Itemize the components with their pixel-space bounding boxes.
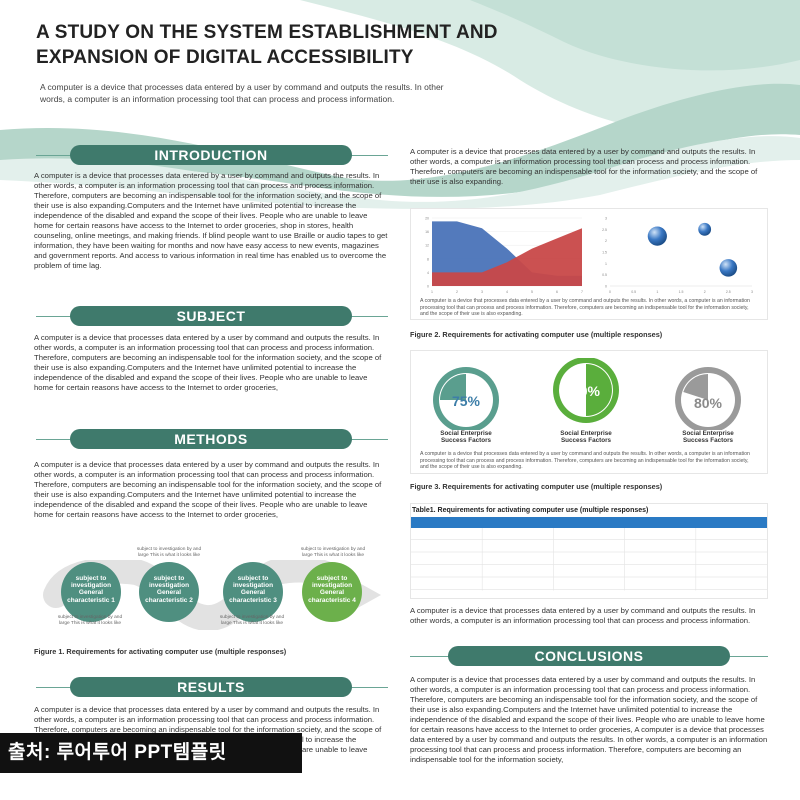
scatter-ytick-label: 1.5 <box>602 251 607 255</box>
scatter-point-1 <box>647 226 667 246</box>
figure1-step-4-note: subject to investigation by and large Th… <box>300 547 366 558</box>
methods-text: A computer is a device that processes da… <box>34 460 382 519</box>
figure3-pie-2-percent: 50% <box>571 383 601 399</box>
scatter-ytick-label: 1 <box>605 262 607 266</box>
header-wave-decoration <box>0 0 800 209</box>
scatter-ytick-label: 0 <box>605 285 607 289</box>
source-watermark: 출처: 루어투어 PPT템플릿 <box>0 733 302 773</box>
table1-grid <box>411 517 767 591</box>
figure2-scatter-chart: 3 2.5 2 1.5 1 0.5 00 0.5 1 1.5 2 2.5 3 <box>602 217 753 295</box>
area-ytick-label: 20 <box>425 217 429 221</box>
poster-title-line-2: EXPANSION OF DIGITAL ACCESSIBILITY <box>36 47 414 68</box>
figure1-step-2-circle <box>139 562 199 622</box>
poster-title: A STUDY ON THE SYSTEM ESTABLISHMENT AND … <box>36 20 656 70</box>
area-xtick-label: 6 <box>556 290 558 294</box>
figure1-step-1-label: subject to investigation General charact… <box>67 575 115 604</box>
scatter-point-3 <box>719 259 738 277</box>
scatter-xtick-label: 0 <box>609 290 611 294</box>
figure2-note: A computer is a device that processes da… <box>420 298 750 318</box>
scatter-xtick-label: 2 <box>704 290 706 294</box>
area-ytick-label: 4 <box>427 271 429 275</box>
scatter-xtick-label: 0.5 <box>631 290 636 294</box>
figure3-pie-3 <box>675 367 741 430</box>
area-xtick-label: 7 <box>581 290 583 294</box>
area-xtick-label: 5 <box>531 290 533 294</box>
figure3-note: A computer is a device that processes da… <box>420 451 750 471</box>
area-xtick-label: 1 <box>431 290 433 294</box>
table1-title: Table1. Requirements for activating comp… <box>412 507 649 514</box>
figure3-pie-3-percent: 80% <box>693 395 723 411</box>
scatter-ytick-label: 2.5 <box>602 228 607 232</box>
results-heading: RESULTS <box>70 677 352 697</box>
figure1-step-2-note: subject to investigation by and large Th… <box>136 547 202 558</box>
introduction-text: A computer is a device that processes da… <box>34 171 388 270</box>
figure3-pie-1-slice <box>440 374 466 400</box>
scatter-ytick-label: 0.5 <box>602 273 607 277</box>
figure3-pie-3-label: Social Enterprise Success Factors <box>682 430 734 445</box>
figure3-pie-1-percent: 75% <box>451 393 481 409</box>
area-ytick-label: 8 <box>427 257 429 261</box>
methods-heading: METHODS <box>70 429 352 449</box>
figure3-pie-1 <box>433 367 499 430</box>
introduction-heading: INTRODUCTION <box>70 145 352 165</box>
figure1-step-4-label: subject to investigation General charact… <box>308 575 356 604</box>
figure1-process-diagram <box>43 560 381 630</box>
area-ytick-label: 16 <box>425 230 429 234</box>
scatter-xtick-label: 3 <box>751 290 753 294</box>
subject-heading: SUBJECT <box>70 306 352 326</box>
figure3-pie-2-label: Social Enterprise Success Factors <box>560 430 612 445</box>
area-xtick-label: 4 <box>506 290 508 294</box>
figure3-pie-3-slice <box>683 374 708 400</box>
figure1-step-2-label: subject to investigation General charact… <box>145 575 193 604</box>
right-mid-text: A computer is a device that processes da… <box>410 606 756 625</box>
figure3-pie-1-label: Social Enterprise Success Factors <box>440 430 492 445</box>
figure2-caption: Figure 2. Requirements for activating co… <box>410 330 663 339</box>
poster-title-line-1: A STUDY ON THE SYSTEM ESTABLISHMENT AND <box>36 22 498 43</box>
area-series-2 <box>432 228 582 286</box>
area-ytick-label: 0 <box>427 285 429 289</box>
right-intro-text: A computer is a device that processes da… <box>410 147 758 186</box>
scatter-xtick-label: 1 <box>656 290 658 294</box>
figure1-step-1-circle <box>61 562 121 622</box>
conclusions-heading: CONCLUSIONS <box>448 646 730 666</box>
figure3-pie-2 <box>553 358 619 423</box>
table1-header-row <box>411 517 767 528</box>
area-xtick-label: 2 <box>456 290 458 294</box>
scatter-point-2 <box>698 222 712 236</box>
figure1-step-3-circle <box>223 562 283 622</box>
scatter-xtick-label: 2.5 <box>726 290 731 294</box>
area-xtick-label: 3 <box>481 290 483 294</box>
figure1-step-1-note: subject to investigation by and large Th… <box>57 615 123 626</box>
subject-text: A computer is a device that processes da… <box>34 333 382 392</box>
poster-subtitle: A computer is a device that processes da… <box>40 82 444 104</box>
scatter-ytick-label: 3 <box>605 217 607 221</box>
figure1-caption: Figure 1. Requirements for activating co… <box>34 647 287 656</box>
figure1-step-4-circle <box>302 562 362 622</box>
figure3-pie-charts <box>433 358 741 430</box>
figure3-pie-2-slice <box>586 364 612 416</box>
area-series-1 <box>432 221 582 286</box>
conclusions-text: A computer is a device that processes da… <box>410 675 768 764</box>
area-ytick-label: 12 <box>425 244 429 248</box>
figure3-caption: Figure 3. Requirements for activating co… <box>410 482 663 491</box>
scatter-xtick-label: 1.5 <box>679 290 684 294</box>
figure1-step-3-label: subject to investigation General charact… <box>229 575 277 604</box>
scatter-ytick-label: 2 <box>605 239 607 243</box>
figure1-step-3-note: subject to investigation by and large Th… <box>219 615 285 626</box>
